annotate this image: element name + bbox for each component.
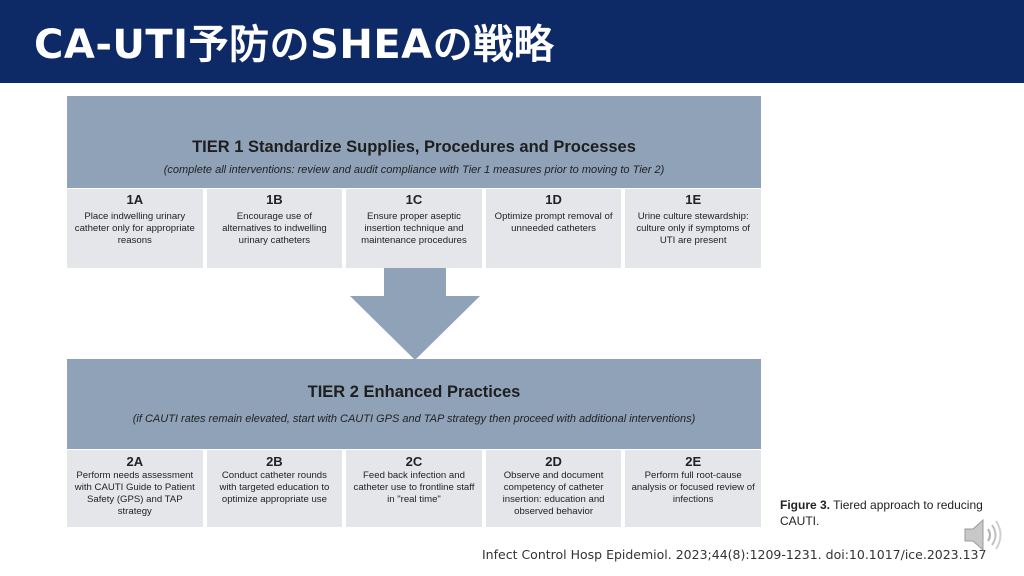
item-text: Observe and document competency of cathe… xyxy=(502,470,605,517)
tier-1-item-1a: 1A Place indwelling urinary catheter onl… xyxy=(67,189,203,268)
item-id: 2C xyxy=(405,454,423,469)
tier-2-block: TIER 2 Enhanced Practices (if CAUTI rate… xyxy=(67,359,761,527)
tier-1-items: 1A Place indwelling urinary catheter onl… xyxy=(67,188,761,268)
citation: Infect Control Hosp Epidemiol. 2023;44(8… xyxy=(482,547,987,562)
item-id: 2B xyxy=(266,454,283,469)
tier-2-item-2c: 2C Feed back infection and catheter use … xyxy=(346,450,482,527)
down-arrow-icon xyxy=(350,268,480,360)
tier-1-item-1b: 1B Encourage use of alternatives to indw… xyxy=(206,189,343,268)
item-id: 1A xyxy=(126,192,144,207)
item-id: 2E xyxy=(685,454,702,469)
title-bar: CA-UTI予防のSHEAの戦略 xyxy=(0,0,1024,83)
figure-caption-text: Tiered approach to reducing CAUTI. xyxy=(780,498,983,528)
item-text: Encourage use of alternatives to indwell… xyxy=(222,211,327,246)
tier-2-title: TIER 2 Enhanced Practices xyxy=(307,383,521,401)
item-text: Conduct catheter rounds with targeted ed… xyxy=(219,470,330,505)
item-text: Perform needs assessment with CAUTI Guid… xyxy=(74,470,195,517)
item-id: 1B xyxy=(266,192,283,207)
item-text: Feed back infection and catheter use to … xyxy=(353,470,475,505)
item-id: 1D xyxy=(545,192,562,207)
item-id: 2D xyxy=(545,454,562,469)
item-id: 1E xyxy=(685,192,702,207)
tier-1-item-1e: 1E Urine culture stewardship: culture on… xyxy=(625,189,761,268)
item-text: Perform full root-cause analysis or focu… xyxy=(631,470,755,505)
tier-2-item-2e: 2E Perform full root-cause analysis or f… xyxy=(625,450,761,527)
tier-1-item-1d: 1D Optimize prompt removal of unneeded c… xyxy=(485,189,622,268)
tier-1-title: TIER 1 Standardize Supplies, Procedures … xyxy=(192,138,636,156)
item-text: Urine culture stewardship: culture only … xyxy=(636,211,750,246)
item-id: 2A xyxy=(126,454,144,469)
tier-1-subtitle: (complete all interventions: review and … xyxy=(163,164,665,176)
tier-2-items: 2A Perform needs assessment with CAUTI G… xyxy=(67,449,761,527)
tier-2-subtitle: (if CAUTI rates remain elevated, start w… xyxy=(132,413,696,425)
slide-title: CA-UTI予防のSHEAの戦略 xyxy=(34,22,555,68)
figure-caption: Figure 3. Tiered approach to reducing CA… xyxy=(780,497,1005,529)
tier-2-header: TIER 2 Enhanced Practices (if CAUTI rate… xyxy=(67,359,761,449)
tier-1-block: TIER 1 Standardize Supplies, Procedures … xyxy=(67,96,761,268)
item-text: Optimize prompt removal of unneeded cath… xyxy=(494,211,613,234)
figure-label: Figure 3. xyxy=(780,498,831,512)
tier-1-item-1c: 1C Ensure proper aseptic insertion techn… xyxy=(346,189,482,268)
item-text: Place indwelling urinary catheter only f… xyxy=(74,211,195,246)
item-text: Ensure proper aseptic insertion techniqu… xyxy=(361,211,467,246)
item-id: 1C xyxy=(405,192,423,207)
speaker-icon[interactable] xyxy=(963,518,1005,552)
tier-2-item-2d: 2D Observe and document competency of ca… xyxy=(485,450,622,527)
tier-2-item-2b: 2B Conduct catheter rounds with targeted… xyxy=(206,450,343,527)
tier-1-header: TIER 1 Standardize Supplies, Procedures … xyxy=(67,96,761,188)
tier-2-item-2a: 2A Perform needs assessment with CAUTI G… xyxy=(67,450,203,527)
